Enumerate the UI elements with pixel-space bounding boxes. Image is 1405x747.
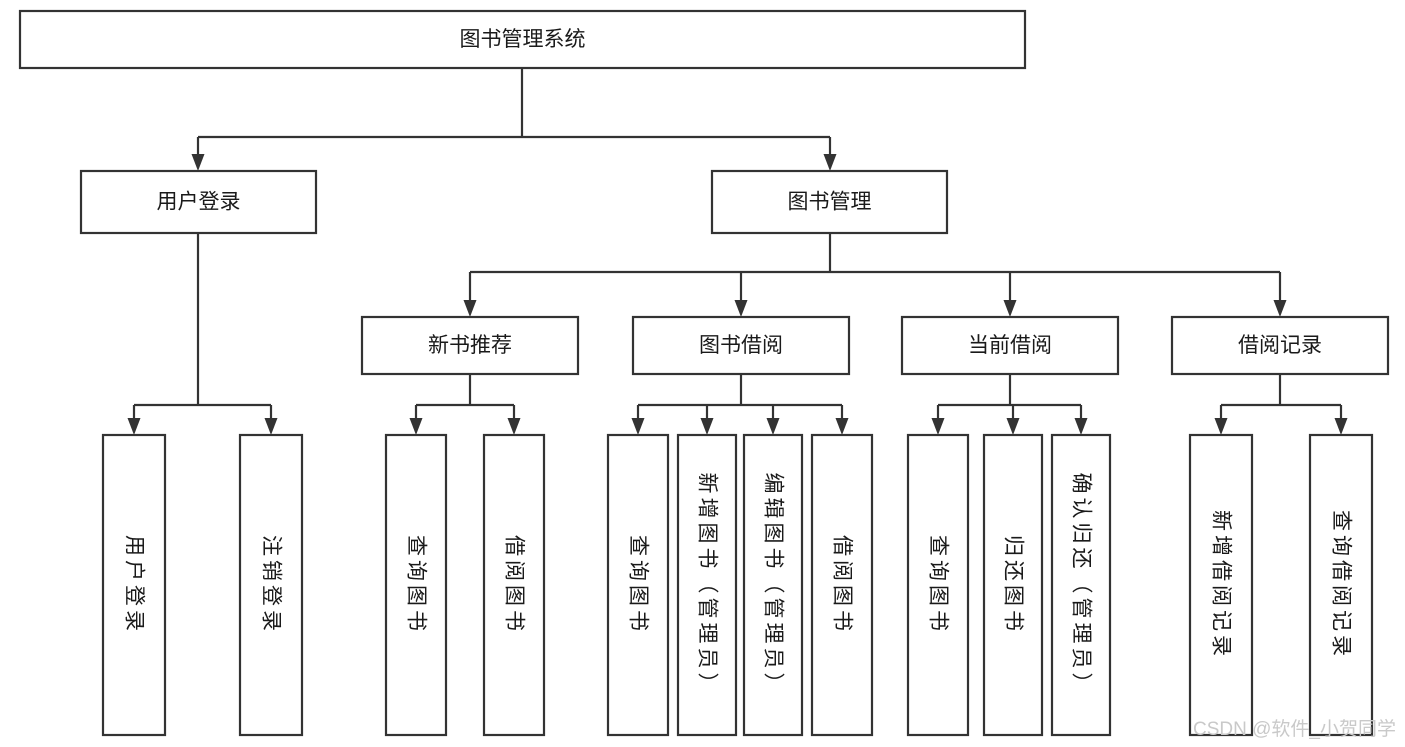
node-label-leaf-user-login: 用户登录 xyxy=(123,535,146,635)
connector-arrowhead xyxy=(409,418,423,435)
connector-arrowhead xyxy=(700,418,714,435)
node-label-leaf-edit-book-admin: 编辑图书（管理员） xyxy=(762,473,785,698)
node-leaf-borrow-book-recommend[interactable]: 借阅图书 xyxy=(482,433,546,737)
node-box-leaf-borrow-book-recommend[interactable] xyxy=(482,433,546,737)
connector-arrowhead xyxy=(463,300,477,317)
node-new-book-recommend[interactable]: 新书推荐 xyxy=(360,315,580,376)
node-label-leaf-query-borrow-record: 查询借阅记录 xyxy=(1330,510,1353,660)
connector-layer xyxy=(127,68,1348,435)
node-label-leaf-user-logout: 注销登录 xyxy=(260,535,283,635)
node-leaf-return-book[interactable]: 归还图书 xyxy=(982,433,1044,737)
connector-group xyxy=(468,233,1282,300)
node-label-book-management: 图书管理 xyxy=(788,191,872,214)
node-book-management[interactable]: 图书管理 xyxy=(710,169,949,235)
csdn-watermark: CSDN @软件_小贺同学 xyxy=(1193,718,1396,740)
node-label-leaf-query-book-recommend: 查询图书 xyxy=(405,535,428,635)
node-user-login[interactable]: 用户登录 xyxy=(79,169,318,235)
node-label-leaf-confirm-return-admin: 确认归还（管理员） xyxy=(1070,473,1093,698)
node-current-borrow[interactable]: 当前借阅 xyxy=(900,315,1120,376)
node-root[interactable]: 图书管理系统 xyxy=(18,9,1027,70)
node-box-borrow-record[interactable] xyxy=(1170,315,1390,376)
node-label-leaf-return-book: 归还图书 xyxy=(1002,535,1025,635)
node-leaf-edit-book-admin[interactable]: 编辑图书（管理员） xyxy=(742,433,804,737)
node-leaf-add-book-admin[interactable]: 新增图书（管理员） xyxy=(676,433,738,737)
node-book-borrow[interactable]: 图书借阅 xyxy=(631,315,851,376)
node-box-leaf-user-login[interactable] xyxy=(101,433,167,737)
node-box-root[interactable] xyxy=(18,9,1027,70)
connector-arrowhead xyxy=(931,418,945,435)
node-box-book-management[interactable] xyxy=(710,169,949,235)
node-box-leaf-return-book[interactable] xyxy=(982,433,1044,737)
node-box-new-book-recommend[interactable] xyxy=(360,315,580,376)
node-leaf-confirm-return-admin[interactable]: 确认归还（管理员） xyxy=(1050,433,1112,737)
connector-arrowhead xyxy=(766,418,780,435)
node-box-leaf-query-book-current[interactable] xyxy=(906,433,970,737)
connector-group xyxy=(636,374,844,418)
node-label-current-borrow: 当前借阅 xyxy=(968,334,1052,357)
node-layer: 图书管理系统用户登录图书管理新书推荐图书借阅当前借阅借阅记录用户登录注销登录查询… xyxy=(18,9,1390,737)
node-leaf-add-borrow-record[interactable]: 新增借阅记录 xyxy=(1188,433,1254,737)
node-leaf-borrow-book[interactable]: 借阅图书 xyxy=(810,433,874,737)
node-box-leaf-borrow-book[interactable] xyxy=(810,433,874,737)
connector-group xyxy=(1219,374,1343,418)
node-label-user-login: 用户登录 xyxy=(157,191,241,214)
node-label-leaf-borrow-book-recommend: 借阅图书 xyxy=(503,535,526,635)
connector-arrowhead xyxy=(127,418,141,435)
node-label-leaf-query-book: 查询图书 xyxy=(627,535,650,635)
node-label-root: 图书管理系统 xyxy=(460,28,586,51)
node-box-book-borrow[interactable] xyxy=(631,315,851,376)
node-leaf-query-book-current[interactable]: 查询图书 xyxy=(906,433,970,737)
node-box-leaf-edit-book-admin[interactable] xyxy=(742,433,804,737)
connector-group xyxy=(132,233,273,418)
node-label-leaf-add-borrow-record: 新增借阅记录 xyxy=(1210,510,1233,660)
node-borrow-record[interactable]: 借阅记录 xyxy=(1170,315,1390,376)
connector-arrowhead xyxy=(1334,418,1348,435)
connector-arrowhead xyxy=(1074,418,1088,435)
connector-arrowhead xyxy=(835,418,849,435)
connector-group xyxy=(196,68,832,154)
connector-arrowhead xyxy=(1214,418,1228,435)
connector-arrowhead xyxy=(1003,300,1017,317)
connector-arrowhead xyxy=(264,418,278,435)
node-box-leaf-add-book-admin[interactable] xyxy=(676,433,738,737)
node-box-current-borrow[interactable] xyxy=(900,315,1120,376)
connector-arrowhead xyxy=(1273,300,1287,317)
connector-arrowhead xyxy=(507,418,521,435)
connector-arrowhead xyxy=(823,154,837,171)
node-label-new-book-recommend: 新书推荐 xyxy=(428,334,512,357)
node-box-user-login[interactable] xyxy=(79,169,318,235)
connector-arrowhead xyxy=(631,418,645,435)
connector-arrowhead xyxy=(1006,418,1020,435)
connector-group xyxy=(414,374,516,418)
node-label-leaf-borrow-book: 借阅图书 xyxy=(831,535,854,635)
node-box-leaf-query-book-recommend[interactable] xyxy=(384,433,448,737)
node-box-leaf-user-logout[interactable] xyxy=(238,433,304,737)
node-box-leaf-query-book[interactable] xyxy=(606,433,670,737)
connector-arrowhead xyxy=(734,300,748,317)
node-box-leaf-confirm-return-admin[interactable] xyxy=(1050,433,1112,737)
node-leaf-user-logout[interactable]: 注销登录 xyxy=(238,433,304,737)
node-label-leaf-add-book-admin: 新增图书（管理员） xyxy=(696,473,719,698)
node-leaf-user-login[interactable]: 用户登录 xyxy=(101,433,167,737)
connector-group xyxy=(936,374,1083,418)
node-label-borrow-record: 借阅记录 xyxy=(1238,334,1322,357)
node-box-leaf-add-borrow-record[interactable] xyxy=(1188,433,1254,737)
node-leaf-query-borrow-record[interactable]: 查询借阅记录 xyxy=(1308,433,1374,737)
node-leaf-query-book-recommend[interactable]: 查询图书 xyxy=(384,433,448,737)
node-label-leaf-query-book-current: 查询图书 xyxy=(927,535,950,635)
node-label-book-borrow: 图书借阅 xyxy=(699,334,783,357)
node-box-leaf-query-borrow-record[interactable] xyxy=(1308,433,1374,737)
node-leaf-query-book[interactable]: 查询图书 xyxy=(606,433,670,737)
connector-arrowhead xyxy=(191,154,205,171)
